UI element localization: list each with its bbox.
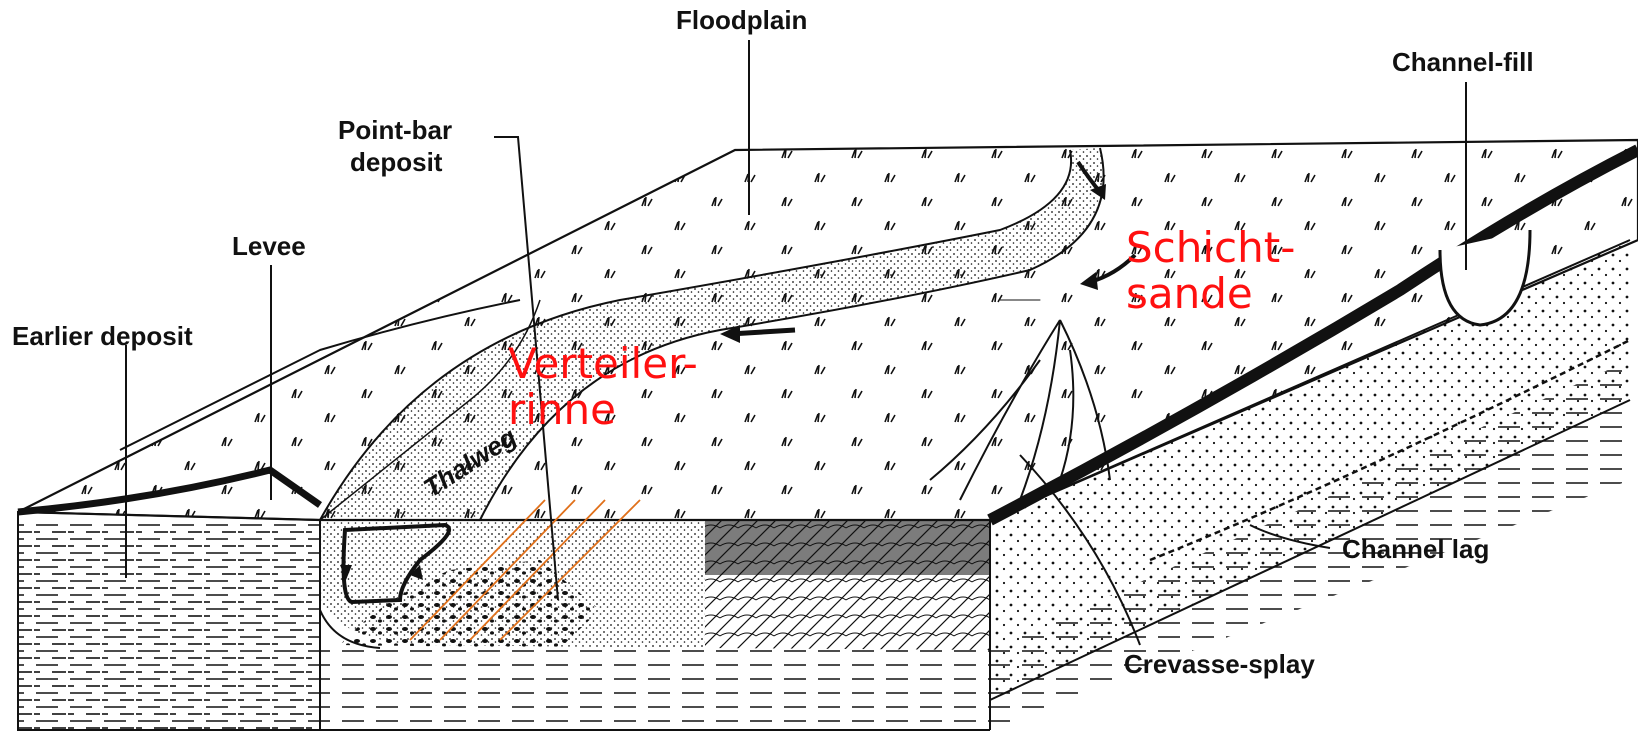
cross-bedded-section <box>705 520 990 650</box>
label-earlier-deposit: Earlier deposit <box>12 322 193 352</box>
label-levee: Levee <box>232 232 306 262</box>
label-channel-lag: Channel lag <box>1342 535 1489 565</box>
label-point-bar-line1: Point-bar <box>338 116 452 146</box>
annotation-schicht-line1: Schicht- <box>1126 226 1295 270</box>
label-point-bar-line2: deposit <box>350 148 442 178</box>
annotation-schicht-line2: sande <box>1126 272 1253 316</box>
front-face-lower <box>320 640 990 730</box>
label-floodplain: Floodplain <box>676 6 807 36</box>
label-channel-fill: Channel-fill <box>1392 48 1534 78</box>
earlier-deposit-face <box>18 512 320 734</box>
label-crevasse-splay: Crevasse-splay <box>1124 650 1315 680</box>
annotation-verteiler-line1: Verteiler- <box>508 342 698 386</box>
annotation-verteiler-line2: rinne <box>508 388 616 432</box>
